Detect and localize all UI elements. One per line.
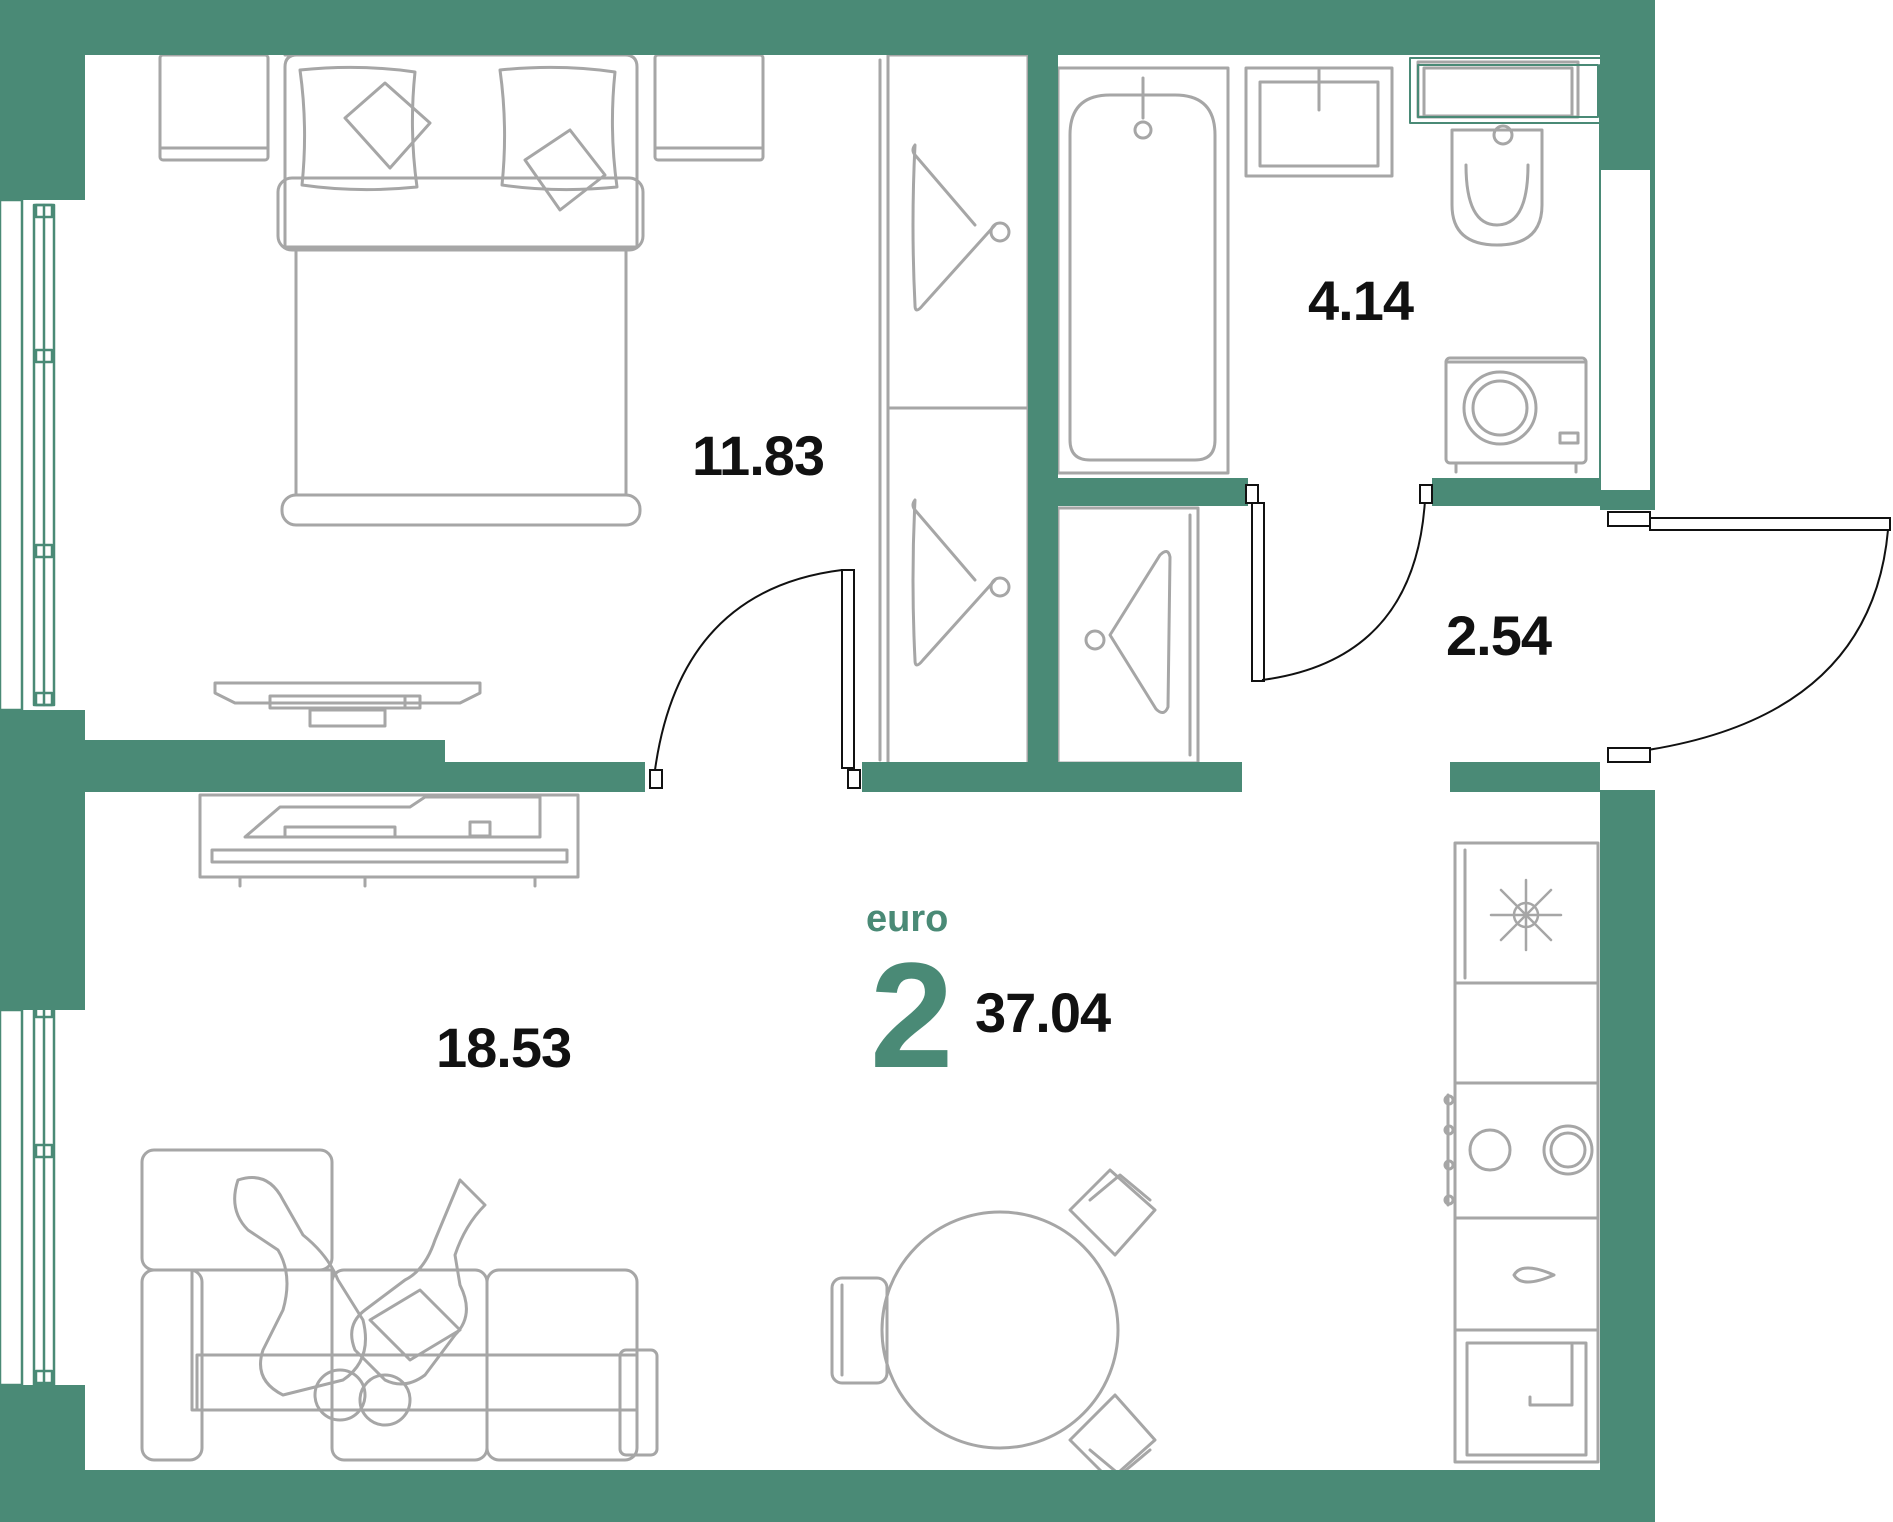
door-icon [1607,511,1891,763]
living-area-label: 18.53 [436,1016,572,1079]
chair-icon [1068,1168,1157,1257]
wardrobe-icon [878,53,1030,767]
door-icon [649,569,861,789]
bedroom-area-label: 11.83 [692,424,825,487]
tv-stand-icon [213,681,482,728]
layout-type-label: euro [866,898,949,940]
bathroom-area-label: 4.14 [1308,269,1414,332]
wardrobe-icon [1056,506,1200,765]
pillow-icon [298,65,432,192]
washing-machine-icon [1444,356,1588,474]
toilet-icon [1416,60,1580,247]
sink-icon [1244,66,1394,178]
stove-icon [1443,1081,1600,1220]
sofa-icon [140,1148,659,1462]
total-area-label: 37.04 [975,981,1111,1044]
dining-table-icon [880,1210,1120,1450]
nightstand-icon [653,53,765,162]
hanger-icon [1084,550,1172,714]
nightstand-icon [158,53,270,162]
doors [649,484,1891,789]
hanger-icon [911,498,1011,667]
bathtub-icon [1056,66,1230,475]
pillow-icon [498,65,619,212]
hanger-icon [911,143,1011,312]
counter-icon [1453,981,1600,1085]
snowflake-icon [1489,878,1563,952]
oven-icon [1453,1328,1600,1464]
window-icon [1409,57,1606,491]
window-icon [0,198,56,712]
tv-stand-icon [198,793,580,888]
chair-icon [830,1276,889,1385]
chair-icon [1068,1393,1157,1482]
rooms-count: 2 [870,931,954,1099]
people-icon [233,1176,487,1427]
window-icon [0,998,56,1387]
bed-icon [276,53,645,527]
hallway-area-label: 2.54 [1446,604,1552,667]
kitchen-sink-icon [1453,1216,1600,1332]
door-icon [1245,484,1433,682]
walls [0,0,1655,1522]
